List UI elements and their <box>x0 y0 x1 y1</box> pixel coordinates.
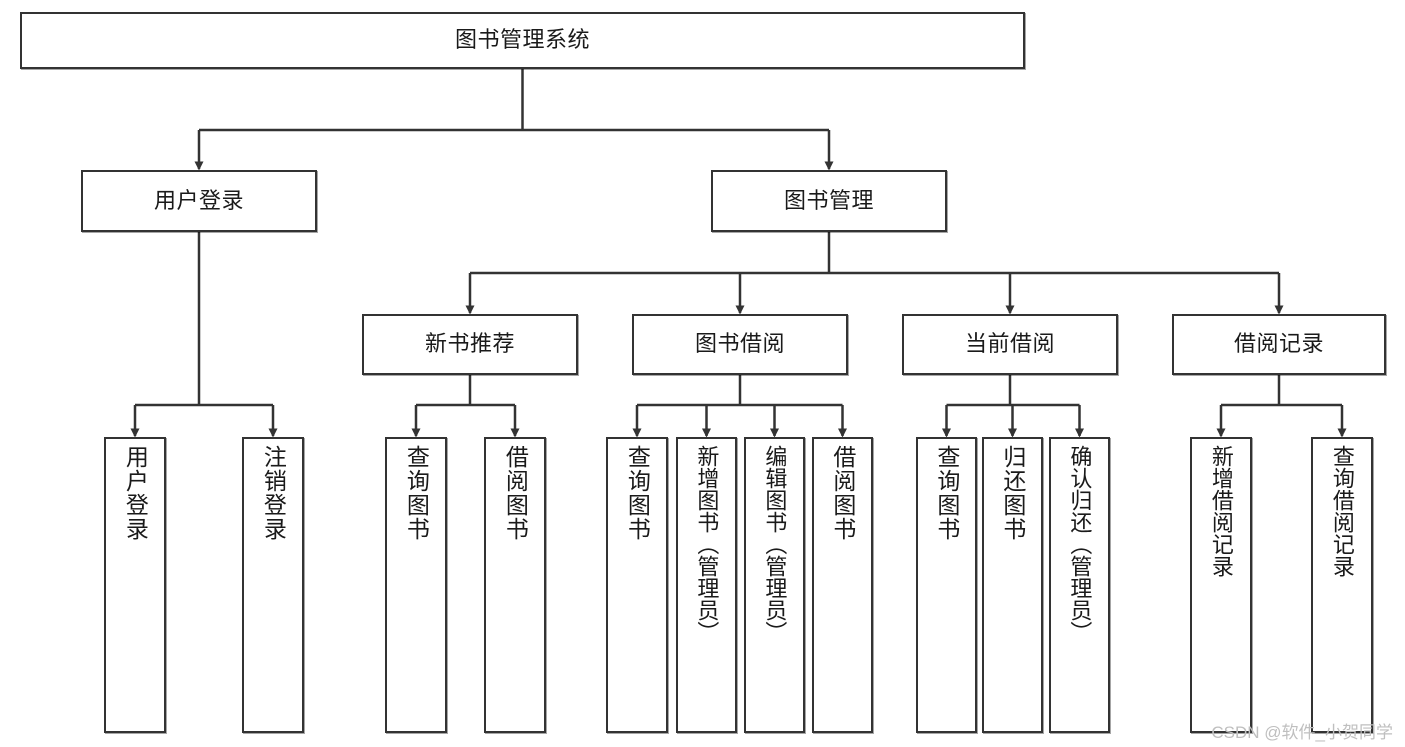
node-leaf-new-query[interactable]: 查询图书 <box>385 437 447 733</box>
node-leaf-borrow-add[interactable]: 新增图书（管理员） <box>676 437 737 733</box>
node-leaf-current-query[interactable]: 查询图书 <box>916 437 977 733</box>
node-newbook[interactable]: 新书推荐 <box>362 314 578 375</box>
node-leaf-new-borrow[interactable]: 借阅图书 <box>484 437 546 733</box>
node-label: 查询图书 <box>403 445 430 541</box>
node-records[interactable]: 借阅记录 <box>1172 314 1386 375</box>
node-root[interactable]: 图书管理系统 <box>20 12 1025 69</box>
node-label: 图书管理 <box>783 187 874 213</box>
node-login[interactable]: 用户登录 <box>81 170 317 232</box>
node-leaf-record-add[interactable]: 新增借阅记录 <box>1190 437 1252 733</box>
node-leaf-borrow-edit[interactable]: 编辑图书（管理员） <box>744 437 805 733</box>
node-label: 图书管理系统 <box>454 27 590 53</box>
node-label: 当前借阅 <box>964 331 1055 357</box>
node-leaf-user-login[interactable]: 用户登录 <box>104 437 166 733</box>
node-leaf-current-confirm[interactable]: 确认归还（管理员） <box>1049 437 1110 733</box>
node-label: 借阅记录 <box>1233 331 1324 357</box>
node-label: 确认归还（管理员） <box>1067 445 1093 643</box>
node-label: 编辑图书（管理员） <box>762 445 788 643</box>
node-label: 查询借阅记录 <box>1329 445 1355 577</box>
node-label: 新书推荐 <box>424 331 515 357</box>
node-label: 新增借阅记录 <box>1208 445 1234 577</box>
node-label: 图书借阅 <box>694 331 785 357</box>
node-label: 用户登录 <box>153 187 244 213</box>
node-label: 查询图书 <box>933 445 960 541</box>
node-leaf-record-query[interactable]: 查询借阅记录 <box>1311 437 1373 733</box>
node-label: 查询图书 <box>624 445 651 541</box>
node-label: 归还图书 <box>999 445 1026 541</box>
node-leaf-borrow-query[interactable]: 查询图书 <box>606 437 668 733</box>
node-borrow[interactable]: 图书借阅 <box>632 314 848 375</box>
node-bookmgmt[interactable]: 图书管理 <box>711 170 947 232</box>
node-label: 注销登录 <box>260 445 287 541</box>
node-current[interactable]: 当前借阅 <box>902 314 1118 375</box>
node-label: 借阅图书 <box>502 445 529 541</box>
node-leaf-user-logout[interactable]: 注销登录 <box>242 437 304 733</box>
node-leaf-current-return[interactable]: 归还图书 <box>982 437 1043 733</box>
node-label: 用户登录 <box>122 445 149 541</box>
node-label: 借阅图书 <box>829 445 856 541</box>
node-leaf-borrow-lend[interactable]: 借阅图书 <box>812 437 873 733</box>
node-label: 新增图书（管理员） <box>694 445 720 643</box>
watermark-text: CSDN @软件_小贺同学 <box>1211 723 1393 742</box>
